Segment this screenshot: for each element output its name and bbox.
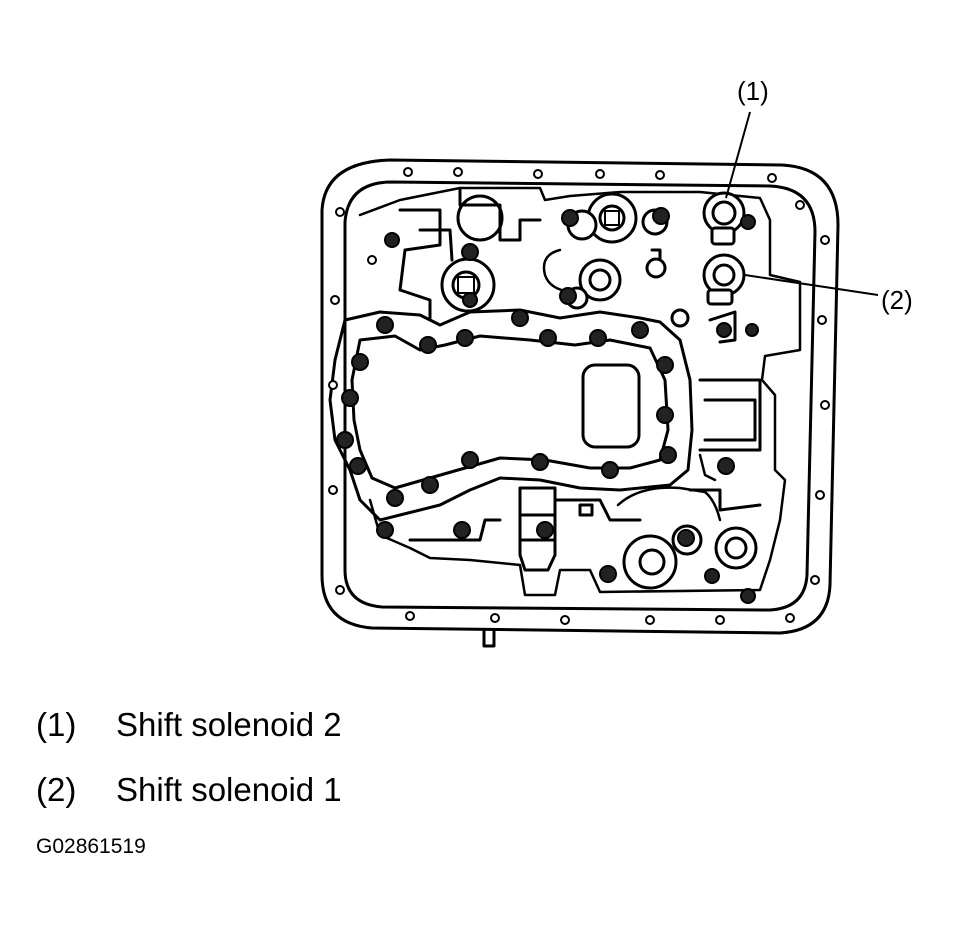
leader-line-1 — [725, 111, 751, 199]
figure-id: G02861519 — [36, 835, 146, 858]
drain-stub — [482, 628, 496, 648]
center-spine — [518, 486, 557, 572]
pan-flange-outer — [320, 158, 840, 635]
legend-number: (2) — [36, 771, 77, 808]
legend-item-2: (2) Shift solenoid 1 — [36, 773, 342, 806]
shift-solenoid-1 — [702, 253, 746, 306]
legend-text: Shift solenoid 1 — [116, 771, 342, 808]
leader-line-2 — [744, 274, 879, 296]
upper-valve-body — [358, 186, 802, 597]
gasket-inner — [350, 334, 670, 490]
shift-solenoid-2 — [702, 191, 746, 246]
callout-label-2: (2) — [881, 285, 913, 315]
pan-flange-inner — [343, 180, 817, 612]
legend-number: (1) — [36, 706, 77, 743]
gasket-plate — [328, 308, 694, 522]
legend-text: Shift solenoid 2 — [116, 706, 342, 743]
valve-body-drawing — [320, 111, 879, 648]
gasket-window — [581, 363, 641, 449]
callout-label-1: (1) — [737, 76, 769, 106]
legend-item-1: (1) Shift solenoid 2 — [36, 708, 342, 741]
